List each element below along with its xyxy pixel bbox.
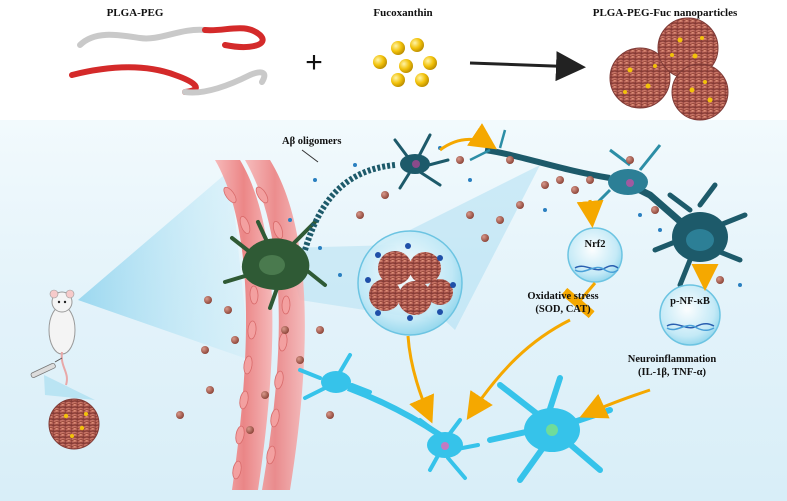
synthesis-arrow (469, 51, 586, 82)
microglia-cell (223, 220, 327, 310)
healthy-neuron-left (298, 353, 480, 480)
plus-sign: + (305, 46, 323, 79)
fucoxanthin-molecules (373, 38, 437, 87)
nanoparticles-label: PLGA-PEG-Fuc nanoparticles (592, 7, 738, 19)
nrf2-bubble (567, 227, 623, 283)
dark-axon (302, 162, 396, 251)
p-nf-kb-bubble (659, 284, 721, 346)
oxidative-stress-label: Oxidative stress (527, 291, 599, 302)
nanoparticle-bubble (357, 230, 463, 336)
blue-particles (288, 146, 742, 287)
plga-peg-polymer (69, 25, 268, 96)
nrf2-label: Nrf2 (584, 239, 606, 250)
injection-beam (78, 170, 250, 360)
neuroinflammation-label: Neuroinflammation (627, 354, 717, 365)
healthy-neuron-right (487, 375, 613, 483)
p-nf-kb-label: p-NF-κB (670, 296, 710, 307)
nanoparticle-cluster (609, 17, 729, 121)
injected-nanoparticle (48, 398, 100, 450)
fucoxanthin-label: Fucoxanthin (373, 7, 433, 19)
oxidative-markers-label: (SOD, CAT) (535, 304, 591, 315)
ab-oligomers (176, 156, 724, 434)
ab-oligomers-label: Aβ oligomers (282, 136, 342, 147)
pathway-arrows (406, 123, 719, 424)
plga-peg-label: PLGA-PEG (106, 7, 164, 19)
mouse-illustration (30, 289, 76, 386)
damaged-neuron-right (469, 129, 748, 288)
ab-oligomers-leader (301, 149, 319, 163)
neuroinflammation-markers-label: (IL-1β, TNF-α) (638, 367, 706, 378)
syringe-beam (44, 375, 95, 400)
damaged-neuron-top (393, 133, 450, 190)
